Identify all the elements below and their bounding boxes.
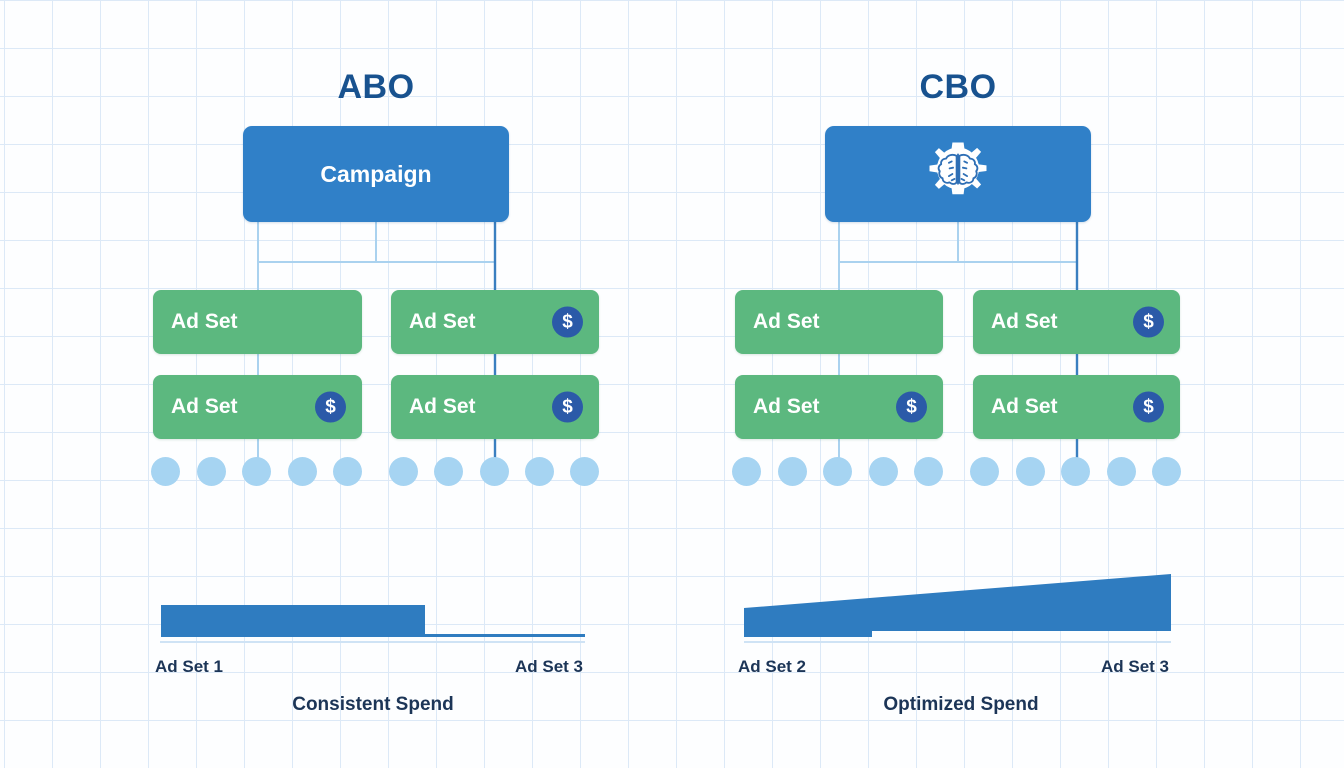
panel-title-cbo: CBO bbox=[919, 68, 997, 106]
ad-dot bbox=[1061, 457, 1090, 486]
adset-label: Ad Set bbox=[171, 310, 238, 333]
adset-box-cbo-1[interactable]: Ad Set bbox=[735, 290, 943, 354]
adset-box-abo-4[interactable]: Ad Set $ bbox=[391, 375, 599, 439]
ad-dot bbox=[434, 457, 463, 486]
panel-title-abo: ABO bbox=[337, 68, 415, 106]
ad-dot bbox=[778, 457, 807, 486]
ad-dot bbox=[1152, 457, 1181, 486]
adset-label: Ad Set bbox=[409, 310, 476, 333]
adset-label: Ad Set bbox=[171, 395, 238, 418]
ad-dot bbox=[242, 457, 271, 486]
ad-dot bbox=[480, 457, 509, 486]
dollar-badge-icon: $ bbox=[552, 306, 583, 338]
campaign-box-cbo[interactable] bbox=[825, 126, 1091, 222]
ad-dot bbox=[1016, 457, 1045, 486]
adset-box-abo-1[interactable]: Ad Set bbox=[153, 290, 362, 354]
adset-label: Ad Set bbox=[409, 395, 476, 418]
adset-box-abo-2[interactable]: Ad Set $ bbox=[391, 290, 599, 354]
chart-label-abo-right: Ad Set 3 bbox=[515, 657, 584, 676]
abo-spend-shape bbox=[161, 605, 585, 637]
ad-dot bbox=[970, 457, 999, 486]
campaign-box-abo[interactable]: Campaign bbox=[243, 126, 509, 222]
ad-dot bbox=[1107, 457, 1136, 486]
chart-label-cbo-left: Ad Set 2 bbox=[738, 657, 807, 676]
ad-dot bbox=[288, 457, 317, 486]
chart-label-abo-left: Ad Set 1 bbox=[155, 657, 224, 676]
ad-dot bbox=[389, 457, 418, 486]
ad-dot bbox=[570, 457, 599, 486]
dollar-badge-icon: $ bbox=[896, 391, 927, 423]
dollar-badge-icon: $ bbox=[552, 391, 583, 423]
ad-dot bbox=[525, 457, 554, 486]
dollar-badge-icon: $ bbox=[1133, 306, 1164, 338]
dollar-badge-icon: $ bbox=[1133, 391, 1164, 423]
ad-dot bbox=[151, 457, 180, 486]
ad-dot bbox=[732, 457, 761, 486]
adset-label: Ad Set bbox=[991, 310, 1058, 333]
adset-label: Ad Set bbox=[991, 395, 1058, 418]
ad-dot bbox=[333, 457, 362, 486]
chart-axis-abo bbox=[160, 641, 585, 643]
ad-dot bbox=[197, 457, 226, 486]
chart-caption-cbo: Optimized Spend bbox=[883, 694, 1039, 715]
adset-box-cbo-2[interactable]: Ad Set $ bbox=[973, 290, 1180, 354]
chart-axis-cbo bbox=[744, 641, 1171, 643]
ad-dot bbox=[869, 457, 898, 486]
ad-dot bbox=[914, 457, 943, 486]
cbo-spend-shape bbox=[744, 574, 1171, 637]
adset-box-abo-3[interactable]: Ad Set $ bbox=[153, 375, 362, 439]
ad-dot bbox=[823, 457, 852, 486]
dollar-badge-icon: $ bbox=[315, 391, 346, 423]
adset-box-cbo-4[interactable]: Ad Set $ bbox=[973, 375, 1180, 439]
brain-gear-icon bbox=[929, 142, 987, 195]
chart-label-cbo-right: Ad Set 3 bbox=[1101, 657, 1170, 676]
adset-box-cbo-3[interactable]: Ad Set $ bbox=[735, 375, 943, 439]
adset-label: Ad Set bbox=[753, 310, 820, 333]
campaign-label: Campaign bbox=[320, 160, 432, 187]
adset-label: Ad Set bbox=[753, 395, 820, 418]
chart-caption-abo: Consistent Spend bbox=[292, 694, 454, 715]
